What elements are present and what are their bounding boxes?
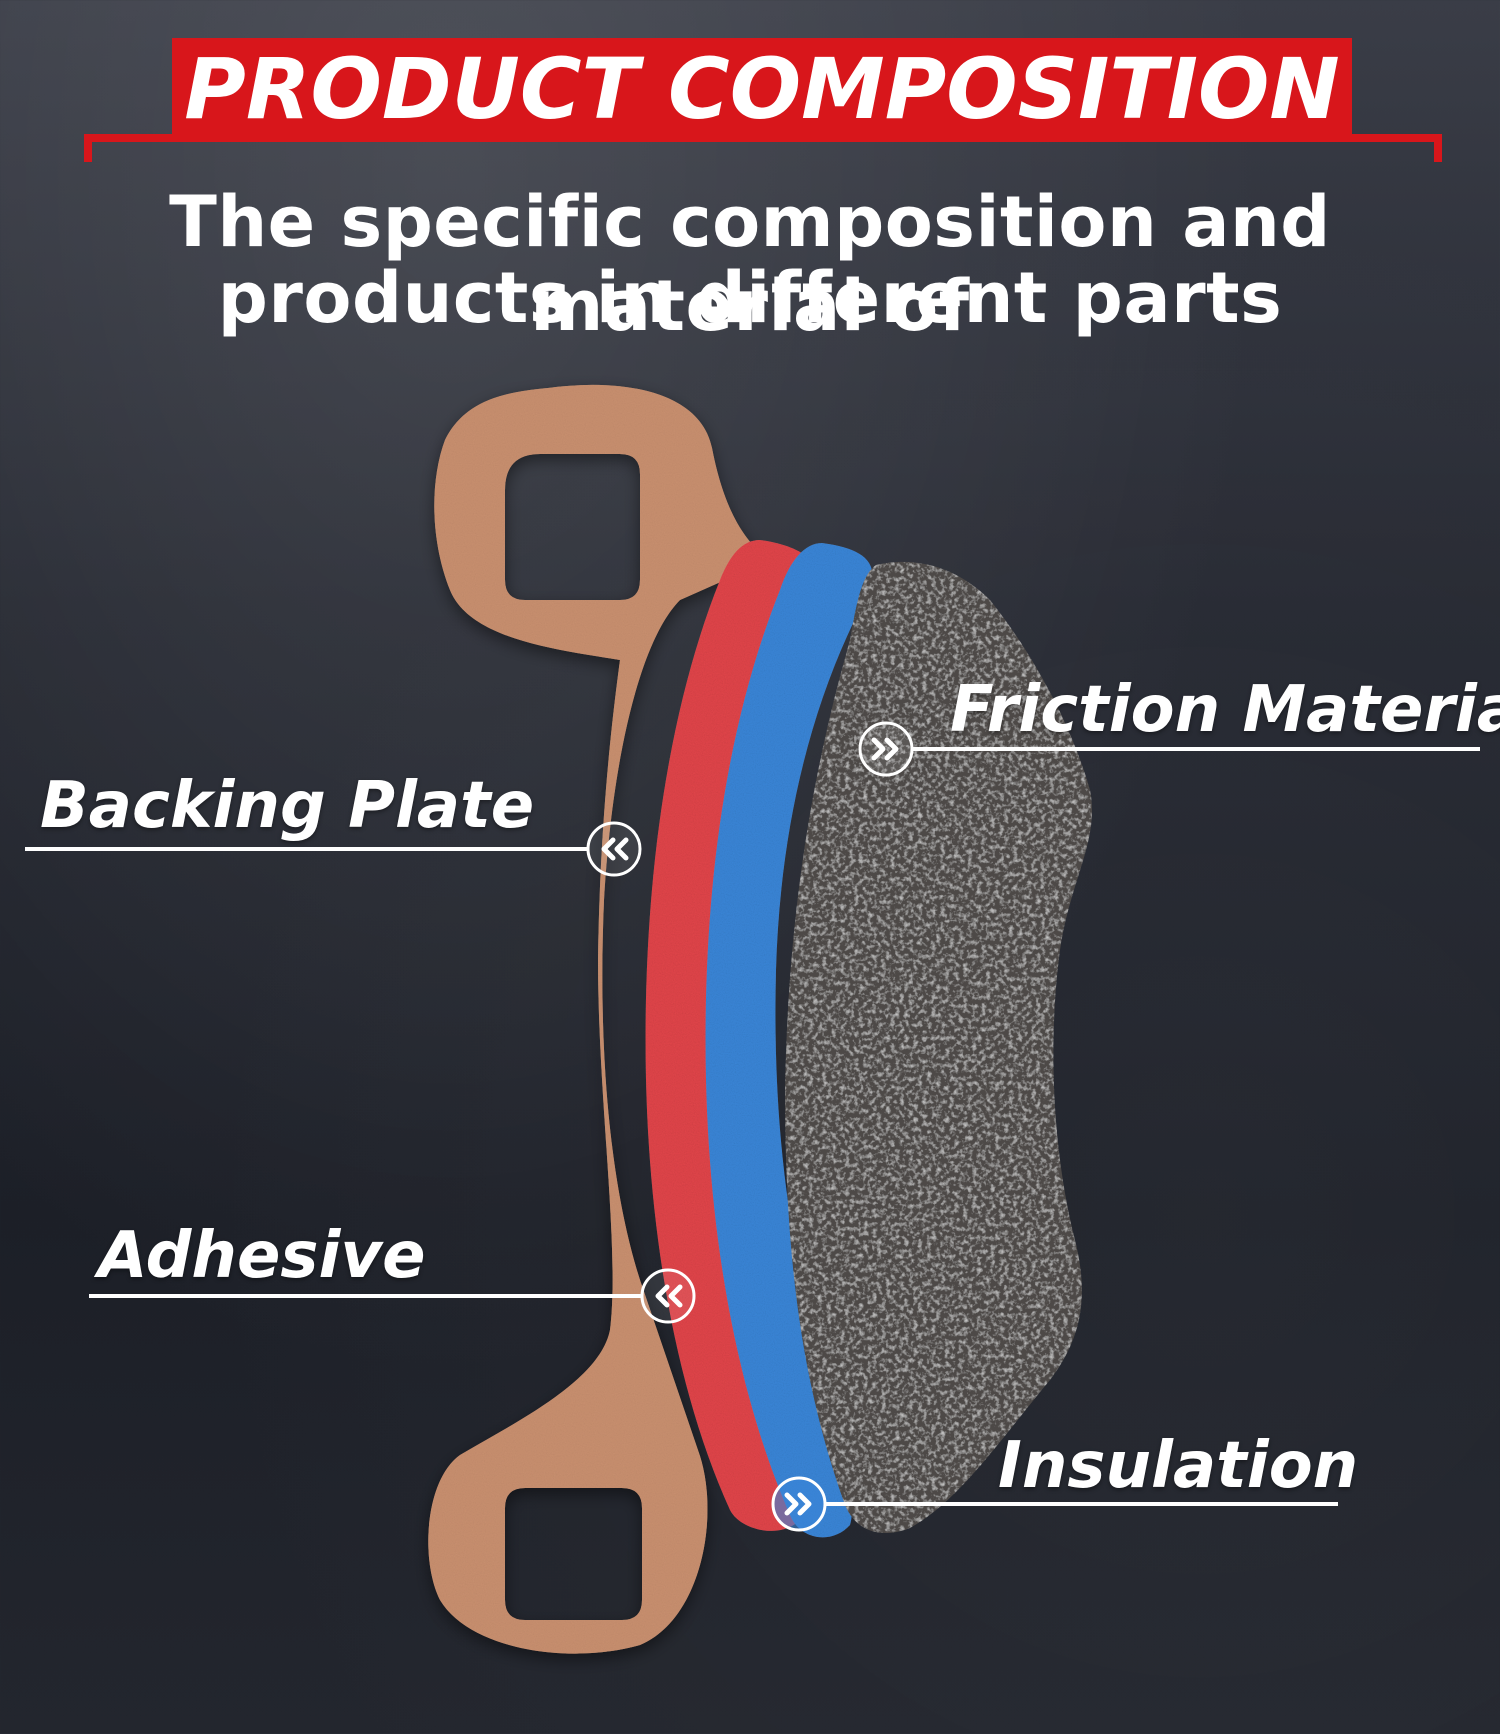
insulation-layer xyxy=(705,543,873,1538)
chevron-left-circle-icon xyxy=(640,1268,696,1324)
insulation-label: Insulation xyxy=(998,1429,1359,1503)
backing-plate-label: Backing Plate xyxy=(40,769,535,843)
subtitle-line-2: products in different parts xyxy=(217,257,1283,339)
banner-title: PRODUCT COMPOSITION xyxy=(184,40,1339,138)
subtitle-line-1: The specific composition and material of xyxy=(169,181,1331,347)
banner-box xyxy=(172,38,1352,138)
chevron-left-circle-icon xyxy=(586,821,642,877)
chevron-right-circle-icon xyxy=(858,721,914,777)
backing-plate-texture xyxy=(428,384,770,1654)
backing-plate xyxy=(428,384,770,1654)
friction-material-label: Friction Material xyxy=(950,673,1500,747)
banner-bracket xyxy=(84,134,1442,162)
adhesive-label: Adhesive xyxy=(98,1219,426,1293)
chevron-right-circle-icon xyxy=(771,1476,827,1532)
title-banner: PRODUCT COMPOSITION xyxy=(84,38,1442,162)
adhesive-layer xyxy=(645,540,824,1531)
